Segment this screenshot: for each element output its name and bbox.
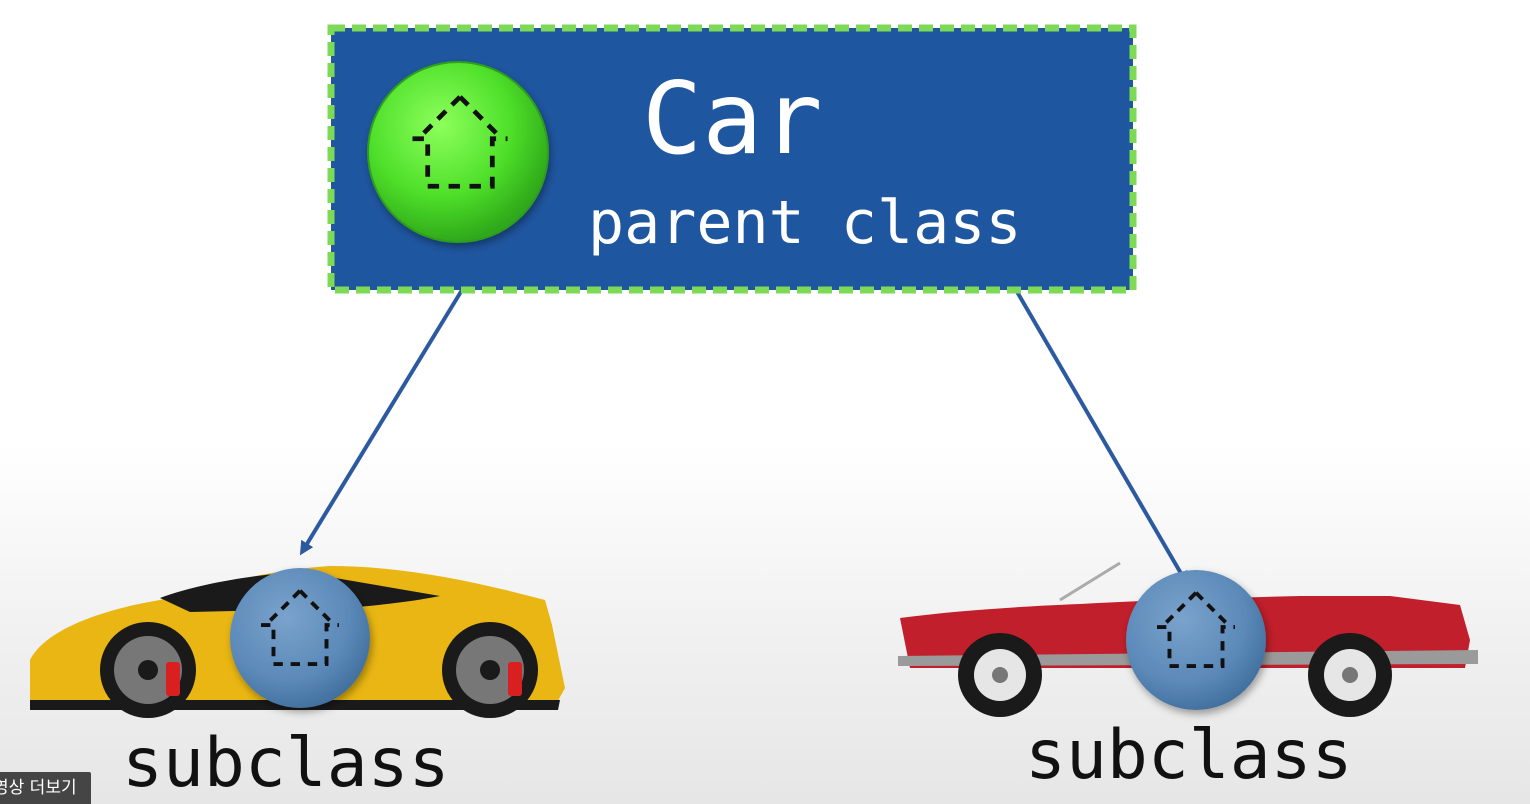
parent-class-title: Car [642, 60, 823, 177]
parent-class-subtitle: parent class [588, 188, 1021, 258]
class-icon [367, 61, 549, 243]
class-icon [1126, 570, 1266, 710]
class-icon [230, 568, 370, 708]
wheel-icon [442, 622, 538, 718]
subclass-label-left: subclass [122, 724, 450, 803]
parent-class-box: Car parent class [327, 24, 1137, 294]
wheel-icon [958, 633, 1042, 717]
wheel-icon [1308, 633, 1392, 717]
more-videos-label: 영상 더보기 [0, 778, 77, 798]
arrow-to-right-subclass [1014, 288, 1189, 586]
subclass-label-right: subclass [1025, 716, 1353, 795]
more-videos-button[interactable]: 영상 더보기 [0, 772, 91, 804]
arrow-to-left-subclass [299, 288, 464, 556]
wheel-icon [100, 622, 196, 718]
